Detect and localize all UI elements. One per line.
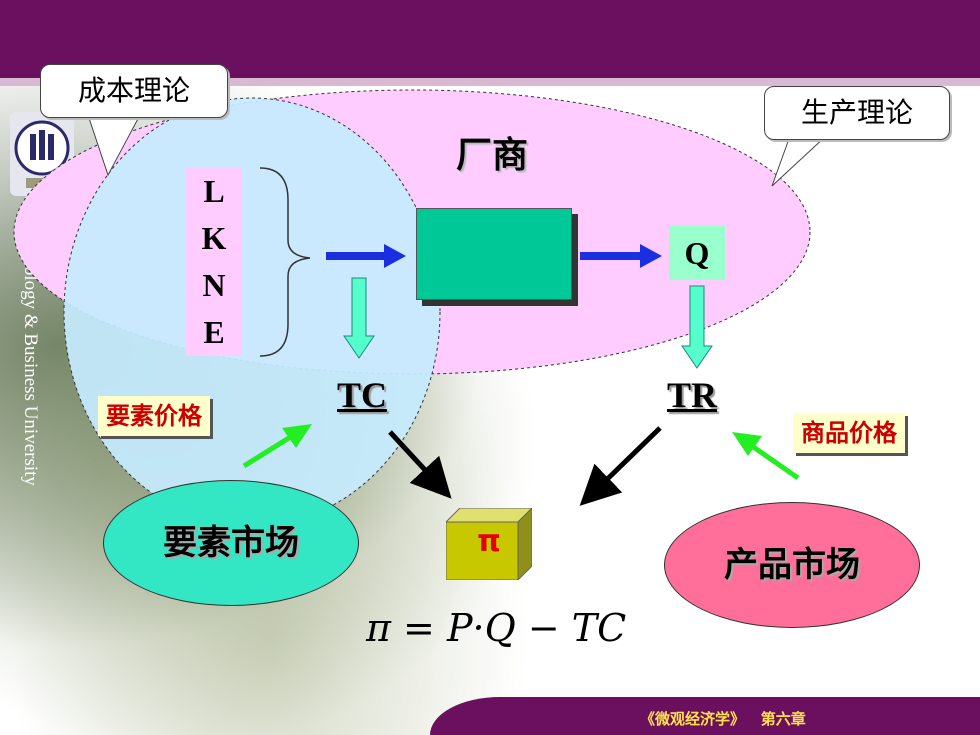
goods-price-label: 商品价格: [793, 413, 905, 453]
factor-land: N: [202, 267, 226, 303]
profit-formula: π = P·Q − TC: [366, 606, 627, 650]
footer-text: 《微观经济学》 第六章: [640, 708, 806, 729]
firm-box: [416, 208, 572, 300]
footer-bar: [430, 697, 980, 735]
total-revenue-label: TR: [667, 375, 718, 415]
factor-price-label: 要素价格: [98, 396, 210, 436]
factor-market-ellipse: 要素市场: [103, 480, 359, 606]
factor-labor: L: [203, 173, 225, 209]
product-market-arrowhead: [732, 432, 762, 456]
factor-market-arrowhead: [282, 424, 312, 448]
title-divider: [0, 78, 980, 86]
cost-down-arrow: [343, 277, 375, 359]
output-arrow: [580, 244, 662, 268]
profit-cube-icon: [446, 508, 532, 580]
cost-theory-callout: 成本理论: [40, 64, 228, 118]
profit-symbol: π: [477, 524, 501, 559]
input-arrow: [326, 244, 406, 268]
output-quantity-box: Q: [669, 226, 725, 280]
factor-market-arrow: [242, 433, 294, 469]
footer-book: 《微观经济学》: [640, 710, 746, 728]
factor-capital: K: [201, 220, 227, 256]
total-cost-label: TC: [337, 375, 388, 415]
tr-to-profit-arrow: [579, 426, 662, 506]
factor-brace: [259, 167, 311, 357]
firm-title: 厂商: [456, 135, 529, 176]
footer-chapter: 第六章: [760, 710, 806, 728]
production-theory-callout: 生产理论: [764, 86, 950, 140]
product-market-arrow: [750, 443, 800, 481]
revenue-down-arrow: [681, 285, 713, 369]
tc-to-profit-arrow: [388, 430, 452, 499]
factor-entrepreneurship: E: [203, 314, 225, 350]
product-market-ellipse: 产品市场: [664, 502, 920, 628]
factor-inputs-box: L K N E: [186, 168, 242, 356]
production-callout-tail: [771, 135, 828, 187]
